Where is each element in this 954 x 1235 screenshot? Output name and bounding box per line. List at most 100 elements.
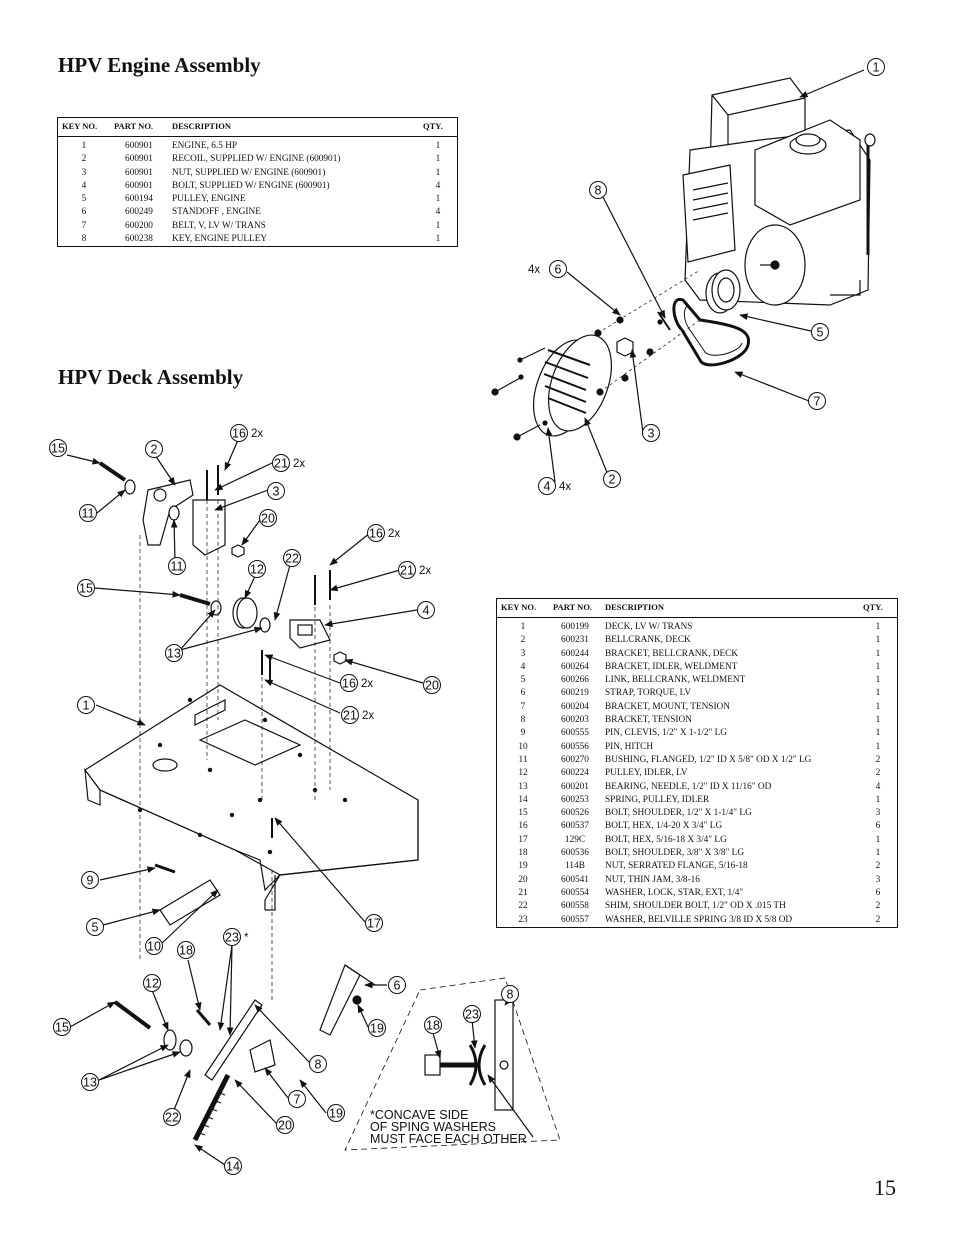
description-cell: DECK, LV W/ TRANS <box>605 622 693 632</box>
callout-circle <box>248 560 266 578</box>
callout-bubble: 13 <box>165 644 183 662</box>
qty-cell: 1 <box>875 834 881 845</box>
callout-circle <box>603 470 621 488</box>
part-no-cell: 600224 <box>561 768 589 779</box>
note-line-1: *CONCAVE SIDE <box>370 1108 468 1122</box>
callout-circle <box>463 1005 481 1023</box>
qty-cell: 1 <box>875 622 881 632</box>
callout-quantity: 4x <box>559 481 571 493</box>
note-line-3: MUST FACE EACH OTHER <box>370 1132 527 1146</box>
table-header-row: KEY NO. PART NO. DESCRIPTION QTY. <box>57 117 458 137</box>
callout-bubble: 9 <box>81 871 99 889</box>
callout-number: 7 <box>294 1093 301 1107</box>
key-no-cell: 7 <box>520 701 526 712</box>
key-no-cell: 1 <box>81 141 87 151</box>
callout-bubble: 18 <box>177 941 195 959</box>
callout-bubble: 2 <box>603 470 621 488</box>
callout-bubble: 13 <box>81 1073 99 1091</box>
callout-circle <box>77 579 95 597</box>
callout-number: 23 <box>465 1008 479 1022</box>
callout-number: 21 <box>274 457 288 471</box>
callout-number: 13 <box>167 647 181 661</box>
key-no-cell: 13 <box>518 781 528 792</box>
description-cell: STANDOFF , ENGINE <box>172 207 261 218</box>
callout-number: 17 <box>367 917 381 931</box>
part-no-cell: 600901 <box>125 141 153 151</box>
description-cell: WASHER, BELVILLE SPRING 3/8 ID X 5/8 OD <box>605 914 793 925</box>
callout-bubble: 3 <box>267 482 285 500</box>
part-no-cell: 600203 <box>561 715 589 726</box>
header-qty: QTY. <box>419 117 458 137</box>
qty-cell: 2 <box>875 768 881 779</box>
description-cell: LINK, BELLCRANK, WELDMENT <box>605 675 746 686</box>
callout-quantity: 2x <box>361 678 373 690</box>
engine-drawing <box>491 69 876 483</box>
callout-number: 3 <box>648 427 655 441</box>
concave-washer-note: *CONCAVE SIDE OF SPING WASHERS MUST FACE… <box>370 1108 527 1146</box>
header-part-no: PART NO. <box>549 598 601 618</box>
qty-cell: 1 <box>875 701 881 712</box>
callout-number: 20 <box>425 679 439 693</box>
callout-circle <box>81 1073 99 1091</box>
callout-number: 5 <box>92 921 99 935</box>
callout-number: 23 <box>225 931 239 945</box>
callout-bubble: 5 <box>811 323 829 341</box>
callout-number: 20 <box>278 1119 292 1133</box>
callout-circle <box>327 1104 345 1122</box>
description-cell: BRACKET, MOUNT, TENSION <box>605 701 730 712</box>
part-no-cell: 600557 <box>561 914 589 925</box>
callout-bubble: 20 <box>276 1116 294 1134</box>
part-no-cell: 600266 <box>561 675 589 686</box>
header-qty: QTY. <box>859 598 898 618</box>
callout-circle <box>811 323 829 341</box>
callout-number: 15 <box>55 1021 69 1035</box>
callout-bubble: 7 <box>288 1090 306 1108</box>
callout-number: 9 <box>87 874 94 888</box>
part-no-cell: 600219 <box>561 688 589 699</box>
key-no-cell: 8 <box>520 715 526 726</box>
callout-circle <box>165 644 183 662</box>
callout-number: 12 <box>145 977 159 991</box>
callout-bubble: 5 <box>86 918 104 936</box>
callout-number: 19 <box>329 1107 343 1121</box>
engine-assembly-title: HPV Engine Assembly <box>58 53 261 77</box>
part-no-cell: 600554 <box>561 887 589 898</box>
callout-circle <box>808 392 826 410</box>
callout-number: 15 <box>51 442 65 456</box>
header-key-no: KEY NO. <box>496 598 549 618</box>
callout-circle <box>168 557 186 575</box>
callout-number: 21 <box>400 564 414 578</box>
key-no-cell: 17 <box>518 834 528 845</box>
description-cell: PIN, CLEVIS, 1/2" X 1-1/2" LG <box>605 728 727 739</box>
callout-quantity: 2x <box>293 458 305 470</box>
qty-cell: 1 <box>875 848 881 859</box>
description-cell: BRACKET, TENSION <box>605 715 692 726</box>
callout-circle <box>288 1090 306 1108</box>
callout-bubble: 19 <box>327 1104 345 1122</box>
callout-bubble: 8 <box>501 985 519 1003</box>
part-no-cell: 600901 <box>125 180 153 191</box>
qty-cell: 6 <box>875 821 881 832</box>
description-cell: SHIM, SHOULDER BOLT, 1/2" OD X .015 TH <box>605 901 786 912</box>
part-no-cell: 129C <box>564 834 586 845</box>
callout-number: 15 <box>79 582 93 596</box>
callout-number: 10 <box>147 940 161 954</box>
description-cell: PULLEY, IDLER, LV <box>605 768 688 779</box>
callout-quantity: 4x <box>528 264 540 276</box>
qty-cell: 6 <box>875 887 881 898</box>
callout-number: 16 <box>232 427 246 441</box>
callout-bubble: 10 <box>145 937 163 955</box>
header-part-no: PART NO. <box>110 117 168 137</box>
